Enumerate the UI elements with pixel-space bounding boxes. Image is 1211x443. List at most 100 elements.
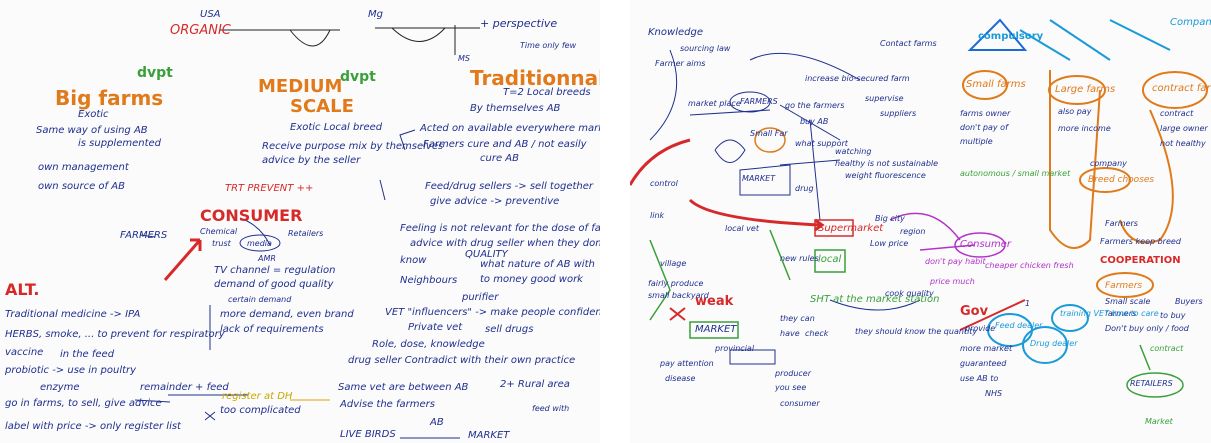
- big-farms-heading: Big farms: [55, 86, 164, 110]
- you-see-note: you see: [775, 383, 807, 392]
- farmers-cure-note: Farmers cure and AB / not easily: [423, 139, 587, 150]
- buy-ab-note: buy AB: [800, 117, 829, 126]
- drug-dealer-label: Drug dealer: [1030, 339, 1078, 348]
- herbs-note: HERBS, smoke, ... to prevent for respira…: [5, 329, 225, 340]
- market-bottom-note: Market: [1145, 417, 1173, 426]
- to-buy-note: to buy: [1160, 311, 1186, 320]
- scale-heading: SCALE: [290, 96, 354, 117]
- contract-farmers-label: contract farmers: [1152, 83, 1211, 94]
- market-place-note: market place: [688, 99, 741, 108]
- all-drugs-note: sell drugs: [485, 324, 534, 335]
- feeling-note: Feeling is not relevant for the dose of …: [400, 223, 600, 234]
- vaccine-note: vaccine: [5, 347, 44, 358]
- trt-prevent-note: TRT PREVENT ++: [225, 183, 314, 194]
- chemical-note: Chemical: [200, 227, 238, 236]
- small-scale-note: Small scale: [1105, 297, 1151, 306]
- dont-pay-habit-note: don't pay habit: [925, 257, 986, 266]
- small-farm-circle: Small Far: [750, 129, 788, 138]
- contract-note: contract: [1160, 109, 1194, 118]
- own-mgmt-note: own management: [38, 162, 129, 173]
- advice-drug-note: advice with drug seller when they don't: [410, 238, 600, 249]
- training-label: training VET how to care: [1060, 309, 1159, 318]
- drug-seller-note: drug seller Contradict with their own pr…: [348, 355, 576, 366]
- usa-note: USA: [200, 9, 221, 20]
- what-nature-note: what nature of AB with: [480, 259, 595, 270]
- advise-farmers-note: Advise the farmers: [340, 399, 435, 410]
- right-whiteboard-panel: Knowledge sourcing law Farmer aims Conta…: [630, 0, 1211, 443]
- go-farmers-note: go the farmers: [785, 101, 845, 110]
- farmers-label: FARMERS: [120, 230, 168, 241]
- village-note: village: [660, 259, 687, 268]
- same-way-note: Same way of using AB: [36, 125, 148, 136]
- lack-req-note: lack of requirements: [220, 324, 324, 335]
- neighbours-note: Neighbours: [400, 275, 458, 286]
- farms-owner-note: farms owner: [960, 109, 1011, 118]
- feed-drug-note: Feed/drug sellers -> sell together: [425, 181, 593, 192]
- cheaper-fresh-note: cheaper chicken fresh: [985, 261, 1074, 270]
- consumer-heading: CONSUMER: [200, 206, 303, 225]
- media-note: media: [247, 239, 272, 248]
- mainly-note: multiple: [960, 137, 993, 146]
- they-should-note: they should know the quantity: [855, 327, 978, 336]
- check-note: check: [805, 329, 829, 338]
- mg-note: Mg: [368, 9, 383, 20]
- suppliers-note: suppliers: [880, 109, 917, 118]
- acted-market-note: Acted on available everywhere market: [420, 123, 600, 134]
- pay-attention-note: pay attention: [660, 359, 714, 368]
- ab-label-note: AB: [430, 417, 444, 428]
- perspective-note: + perspective: [480, 17, 558, 30]
- farmers-note-2: farmers: [1105, 309, 1137, 318]
- organic-note: ORGANIC: [170, 23, 231, 38]
- remainder-note: remainder + feed: [140, 382, 229, 393]
- watching-note: watching: [835, 147, 872, 156]
- give-advice-note: give advice -> preventive: [430, 196, 560, 207]
- also-pay-note: also pay: [1058, 107, 1092, 116]
- market-box-label: MARKET: [695, 324, 737, 335]
- large-farms-label: Large farms: [1055, 84, 1116, 95]
- increase-bio-note: increase bio-secured farm: [805, 74, 910, 83]
- purifier-note: purifier: [462, 292, 499, 303]
- knowledge-note: Knowledge: [648, 27, 703, 38]
- trust-note: trust: [212, 239, 231, 248]
- contact-farms-note: Contact farms: [880, 39, 937, 48]
- more-demand-note: more demand, even brand: [220, 309, 354, 320]
- dont-buy-note: Don't buy only / food: [1105, 324, 1189, 333]
- feed-dealer-label: Feed dealer: [995, 321, 1043, 330]
- market-note: MARKET: [468, 430, 510, 441]
- producer-note: producer: [775, 369, 812, 378]
- provincial-note: provincial: [715, 344, 755, 353]
- small-backyard-note: small backyard: [648, 291, 709, 300]
- complicated-note: too complicated: [220, 405, 301, 416]
- buyers-note: Buyers: [1175, 297, 1203, 306]
- guaranteed-note: guaranteed: [960, 359, 1007, 368]
- weight-note: weight fluorescence: [845, 171, 926, 180]
- ms-note: MS: [458, 54, 470, 63]
- low-price-note: Low price: [870, 239, 909, 248]
- receive-purpose-note: Receive purpose mix by themselves: [262, 141, 444, 152]
- probiotic-note: probiotic -> use in poultry: [5, 365, 137, 376]
- contract-note-2: contract: [1150, 344, 1184, 353]
- fairly-produce-note: fairly produce: [648, 279, 704, 288]
- local-vet-note: local vet: [725, 224, 759, 233]
- cure-ab-note: cure AB: [480, 153, 519, 164]
- left-sketch-lines: [134, 25, 480, 439]
- region-note: region: [900, 227, 926, 236]
- retailers-note: Retailers: [288, 229, 324, 238]
- farmers-assoc-label: Farmers: [1105, 281, 1143, 291]
- use-ab-note: use AB to: [960, 374, 999, 383]
- exotic-note: Exotic: [78, 109, 109, 120]
- farmers-group-note: FARMERS: [740, 97, 778, 106]
- farmers-keep-note: Farmers keep breed: [1100, 237, 1181, 246]
- time-few-note: Time only few: [520, 41, 577, 50]
- live-birds-note: LIVE BIRDS: [340, 429, 396, 440]
- have-note: have: [780, 329, 800, 338]
- link-note: link: [650, 211, 665, 220]
- done-good-note: to money good work: [480, 274, 583, 285]
- go-farms-note: go in farms, to sell, give advice: [5, 398, 162, 409]
- label-price-note: label with price -> only register list: [5, 421, 181, 432]
- gov-label: Gov: [960, 304, 989, 319]
- disease-note: disease: [665, 374, 696, 383]
- dvpt-label-2: dvpt: [340, 69, 376, 85]
- register-note: register at DH: [222, 391, 293, 402]
- local-breeds-note: T=2 Local breeds: [503, 87, 591, 98]
